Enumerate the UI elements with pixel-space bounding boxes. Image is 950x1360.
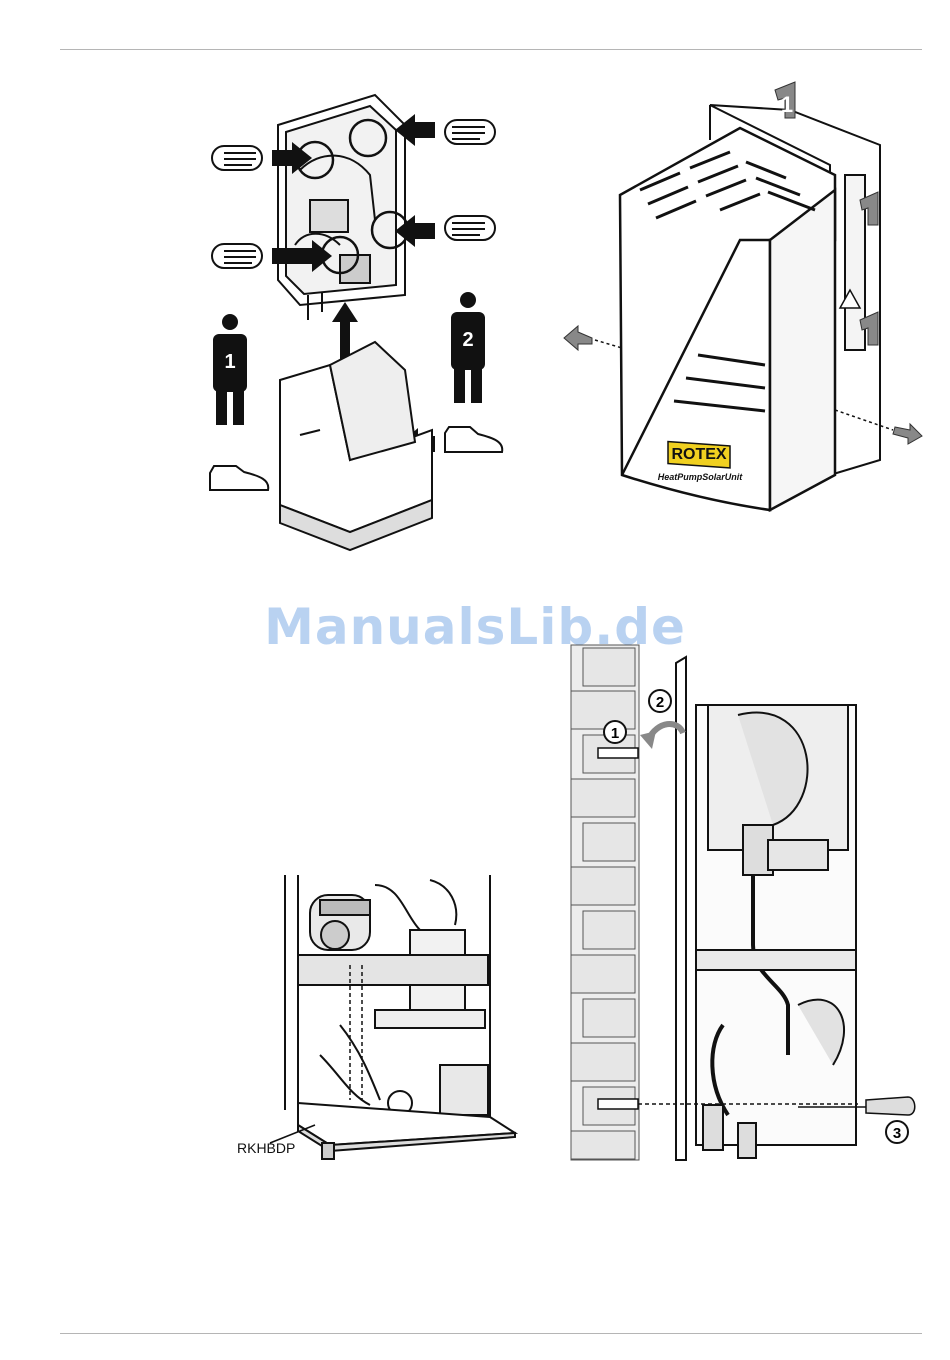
unit-frame-illustration xyxy=(278,95,405,320)
step-number-3: 3 xyxy=(893,1125,901,1142)
unit-interior xyxy=(285,875,490,1125)
step-number-1: 1 xyxy=(611,725,619,742)
brand-logo-text: ROTEX xyxy=(671,446,726,463)
unit-side-frame xyxy=(676,657,856,1160)
part-label-rkhbdp: RKHBDP xyxy=(237,1140,295,1156)
packaging-base xyxy=(280,342,432,550)
model-name-text: HeatPumpSolarUnit xyxy=(658,472,744,482)
header-rule xyxy=(60,49,922,50)
person-label-2: 2 xyxy=(462,329,473,351)
figure-unit-cover: ROTEX HeatPumpSolarUnit 1 xyxy=(560,80,930,530)
brick-wall xyxy=(571,645,639,1160)
step-label-1: 1 xyxy=(781,92,793,117)
footer-rule xyxy=(60,1333,922,1334)
figure-drain-pan xyxy=(280,875,530,1165)
figure-carry-unit: 1 2 xyxy=(200,80,520,540)
step-number-2: 2 xyxy=(656,694,664,711)
figure-wall-mount: 1 2 3 xyxy=(568,645,928,1165)
person-label-1: 1 xyxy=(224,351,235,373)
